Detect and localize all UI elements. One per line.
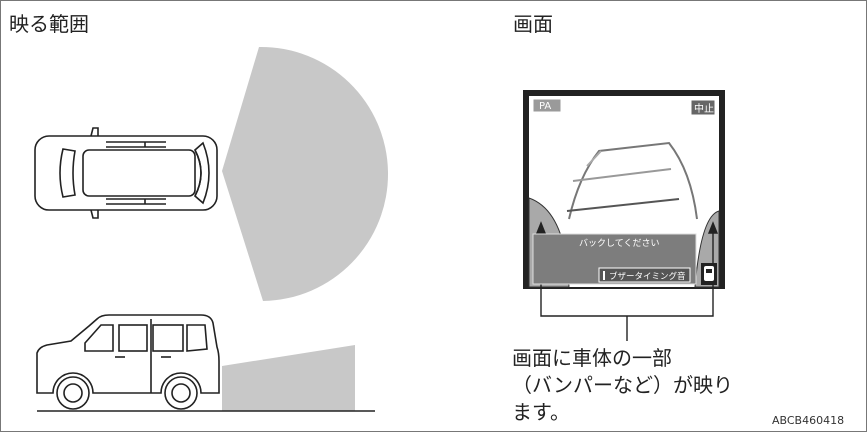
pa-label: PA (539, 101, 551, 112)
pa-label-box (532, 98, 562, 113)
caption-line-3: ます。 (512, 400, 570, 424)
right-title: 画面 (513, 12, 553, 36)
camera-range-side (222, 345, 355, 411)
buzzer-timing-button[interactable] (598, 267, 691, 283)
caption-line-2: （バンパーなど）が映り (512, 373, 733, 397)
car-status-icon (701, 263, 717, 285)
display-screen: PA 中止 バックしてください ブザータイミング音 (523, 90, 725, 341)
back-message: バックしてください (579, 238, 659, 249)
stop-button-label: 中止 (694, 102, 714, 115)
side-view (36, 314, 375, 412)
camera-range-top (222, 46, 389, 301)
buzzer-timing-label: ブザータイミング音 (609, 271, 686, 282)
guide-lines (566, 141, 698, 220)
caption-line-1: 画面に車体の一部 (512, 346, 672, 370)
callout-bracket (540, 287, 714, 341)
left-title: 映る範囲 (9, 12, 89, 36)
caption: 画面に車体の一部 （バンパーなど）が映り ます。 (512, 345, 772, 426)
buzzer-indicator (603, 271, 605, 280)
stop-button[interactable] (690, 99, 716, 116)
top-view (34, 46, 389, 301)
figure-code: ABCB460418 (772, 414, 845, 427)
car-side-view (36, 314, 220, 410)
car-top-view (34, 127, 218, 219)
